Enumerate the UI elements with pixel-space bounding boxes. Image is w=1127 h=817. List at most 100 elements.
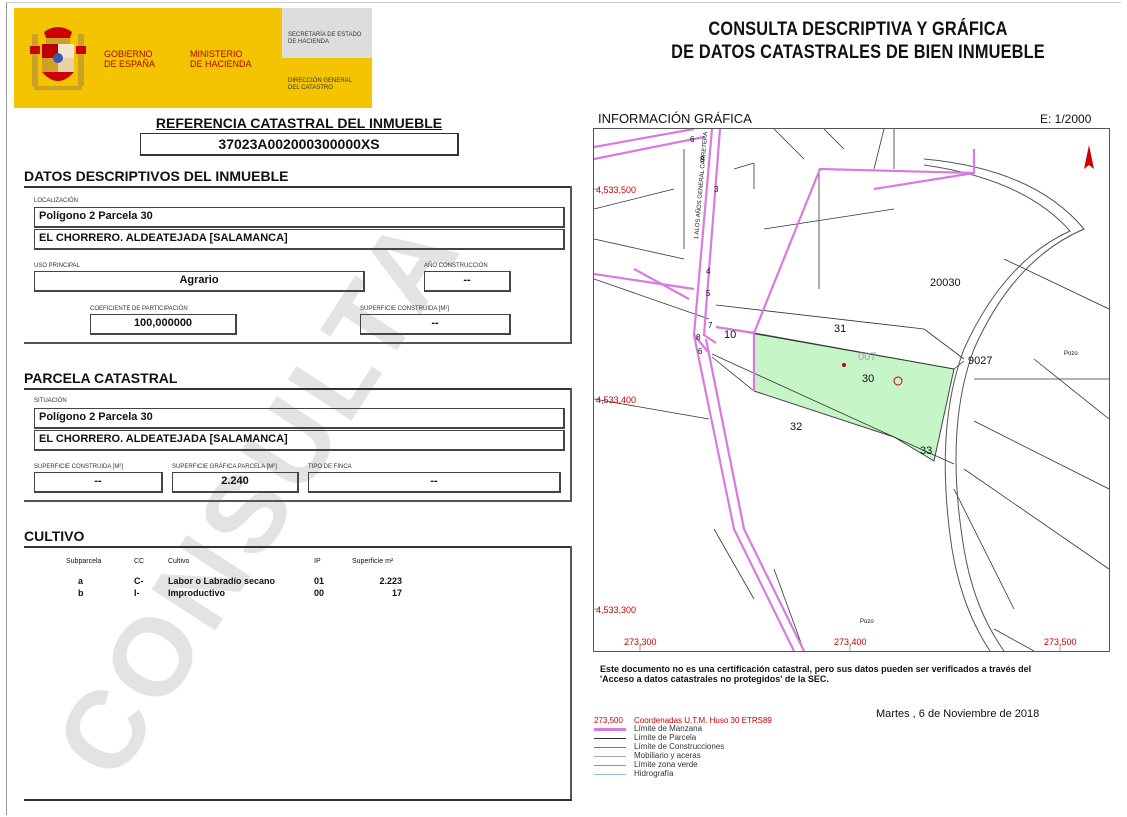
reference-value: 37023A002000300000XS [140, 133, 459, 156]
coat-of-arms-logo [30, 27, 86, 90]
legend-item-zona-verde: Límite zona verde [634, 760, 698, 769]
legend-swatch-mobiliario [594, 756, 626, 757]
parcel-label-007: 007 [858, 351, 877, 363]
manzana-boundaries [594, 129, 976, 651]
road-number: 4 [706, 267, 711, 276]
parcel-panel [24, 388, 572, 502]
road-number: 3 [714, 185, 719, 194]
year-value: -- [424, 271, 511, 292]
disclaimer-note: Este documento no es una certificación c… [600, 664, 1032, 684]
road-number: 6 [690, 135, 695, 144]
location-line2: EL CHORRERO. ALDEATEJADA [SALAMANCA] [34, 229, 565, 250]
built-value: -- [360, 314, 511, 335]
parcel-boundaries [594, 129, 1109, 651]
location-line1: Polígono 2 Parcela 30 [34, 207, 565, 228]
coef-value: 100,000000 [90, 314, 237, 335]
row-a-cultivo: Labor o Labradío secano [168, 576, 276, 586]
use-value: Agrario [34, 271, 365, 292]
road-number: 6 [698, 347, 703, 356]
row-b-ip: 00 [314, 588, 325, 598]
crops-heading: CULTIVO [24, 528, 85, 544]
coord-y1: 4,533,500 [596, 185, 637, 195]
river-curve-inner [923, 164, 1071, 651]
legend-swatch-hidrografia [594, 774, 626, 775]
row-b-area: 17 [391, 588, 402, 598]
map-scale: E: 1/2000 [1040, 112, 1092, 126]
parcel-built-label: SUPERFICIE CONSTRUIDA [m²] [34, 464, 124, 470]
row-b-cultivo: Improductivo [168, 588, 226, 598]
parcel-label-30: 30 [862, 373, 875, 385]
farm-type-value: -- [308, 472, 561, 493]
parcel-built-value: -- [34, 472, 163, 493]
date-text: Martes , 6 de Noviembre de 2018 [876, 708, 1040, 720]
road-number: 8 [700, 155, 705, 164]
legend-item-hidrografia: Hidrografía [634, 769, 674, 778]
bottom-divider [24, 799, 572, 801]
legend-swatch-manzana [594, 728, 626, 731]
descriptive-panel [24, 186, 572, 344]
built-label: SUPERFICIE CONSTRUIDA [m²] [360, 306, 450, 312]
row-a-ip: 01 [314, 576, 325, 586]
section-divider [24, 388, 572, 390]
year-label: AÑO CONSTRUCCIÓN [424, 263, 488, 269]
coord-y3: 4,533,300 [596, 605, 637, 615]
section-divider [24, 546, 572, 548]
parcel-heading: PARCELA CATASTRAL [24, 370, 178, 386]
row-b-subparcel: b [78, 588, 84, 598]
coord-x3: 273,500 [1044, 637, 1077, 647]
legend-item-construcciones: Límite de Construcciones [634, 742, 725, 751]
legend-item-mobiliario: Mobiliario y aceras [634, 751, 701, 760]
row-a-area: 2.223 [379, 576, 402, 586]
row-a-subparcel: a [78, 576, 84, 586]
location-label: LOCALIZACIÓN [34, 198, 79, 204]
road-number: 5 [706, 289, 711, 298]
point-icon [842, 363, 846, 367]
secretary-box [282, 8, 372, 58]
parcel-label-32: 32 [790, 421, 803, 433]
descriptive-heading: DATOS DESCRIPTIVOS DEL INMUEBLE [24, 168, 289, 184]
coef-label: COEFICIENTE DE PARTICIPACIÓN [90, 306, 188, 312]
well-icon [893, 376, 903, 386]
col-ip: IP [314, 558, 321, 565]
north-arrow-icon [1084, 145, 1094, 169]
situation-label: SITUACIÓN [34, 398, 67, 404]
page-frame [6, 2, 1121, 815]
pozo-label-2: Pozo [860, 619, 874, 625]
situation-line1: Polígono 2 Parcela 30 [34, 408, 565, 429]
parcel-label-9027: 9027 [968, 355, 993, 367]
col-subparcel: Subparcela [66, 558, 102, 565]
col-area: Superficie m² [352, 558, 394, 565]
row-a-cc: C- [134, 576, 144, 586]
road-number: 7 [708, 321, 713, 330]
section-divider [24, 186, 572, 188]
legend-item-parcela: Límite de Parcela [634, 733, 697, 742]
legend-coord-text: Coordenadas U.T.M. Huso 30 ETRS89 [634, 716, 772, 725]
graphic-area-label: SUPERFICIE GRÁFICA PARCELA [m²] [172, 464, 277, 470]
cadastral-map: 4,533,500 4,533,400 4,533,300 273,300 27… [593, 128, 1110, 652]
parcel-30-green-zone [753, 332, 955, 462]
coord-x1: 273,300 [624, 637, 657, 647]
parcel-label-33: 33 [920, 445, 933, 457]
row-b-cc: I- [134, 588, 140, 598]
situation-line2: EL CHORRERO. ALDEATEJADA [SALAMANCA] [34, 430, 565, 451]
col-cultivo: Cultivo [168, 558, 190, 565]
legend-item-manzana: Límite de Manzana [634, 724, 703, 733]
reference-heading: REFERENCIA CATASTRAL DEL INMUEBLE [155, 115, 443, 131]
coord-y2: 4,533,400 [596, 395, 637, 405]
legend-swatch-zona-verde [594, 765, 626, 766]
map-heading: INFORMACIÓN GRÁFICA [598, 111, 752, 126]
use-label: USO PRINCIPAL [34, 263, 80, 269]
farm-type-label: TIPO DE FINCA [308, 464, 352, 470]
pozo-label-1: Pozo [1064, 351, 1078, 357]
river-curve [923, 158, 1085, 651]
legend-coord-value: 273,500 [594, 716, 623, 725]
parcel-label-10: 10 [724, 329, 737, 341]
grid-ticks [594, 188, 1061, 651]
parcel-label-31: 31 [834, 323, 847, 335]
crops-panel [24, 546, 572, 800]
parcel-label-20030: 20030 [930, 277, 961, 289]
